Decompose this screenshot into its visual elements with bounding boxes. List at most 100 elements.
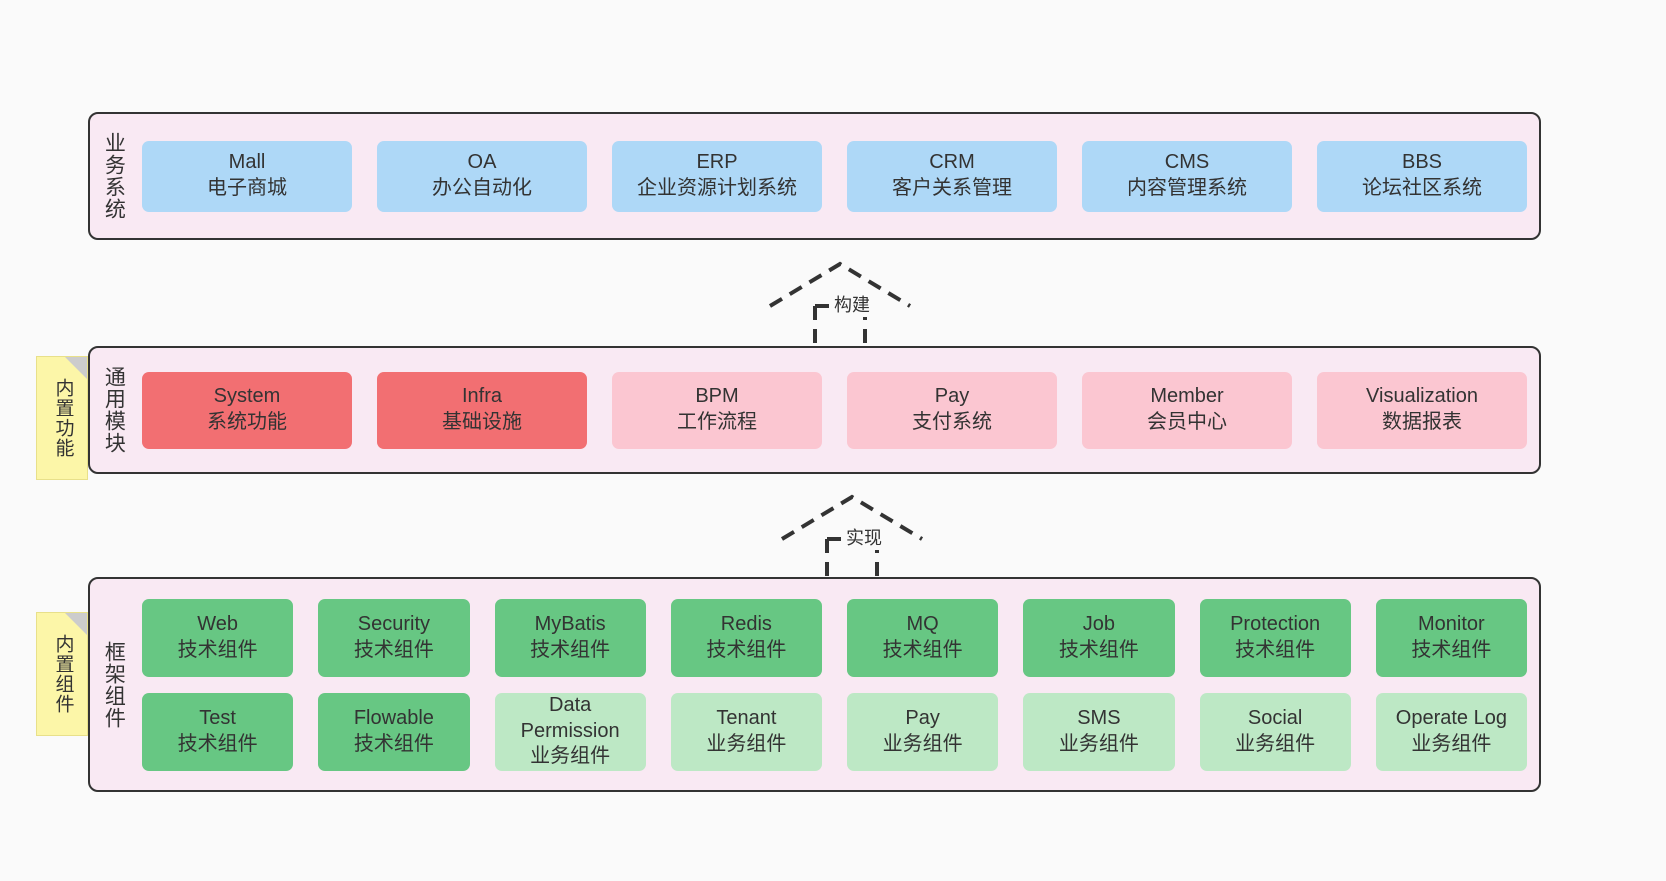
card-subtitle: 会员中心 xyxy=(1147,411,1227,433)
card-infra[interactable]: Infra 基础设施 xyxy=(377,371,587,449)
card-row-common: System 系统功能 Infra 基础设施 BPM 工作流程 Pay 支付系统… xyxy=(142,371,1527,449)
card-title: SMS xyxy=(1077,706,1121,729)
card-title: Security xyxy=(357,612,430,635)
note-fold-corner-icon xyxy=(65,357,87,379)
card-mybatis[interactable]: MyBatis 技术组件 xyxy=(494,598,646,677)
card-subtitle: 技术组件 xyxy=(353,638,434,661)
card-security[interactable]: Security 技术组件 xyxy=(318,598,470,677)
card-title: Test xyxy=(199,706,236,729)
card-title: MQ xyxy=(906,612,939,635)
card-subtitle: 数据报表 xyxy=(1382,411,1462,433)
card-subtitle: 基础设施 xyxy=(442,411,522,433)
section-title-framework: 框架组件 xyxy=(102,640,126,729)
card-crm[interactable]: CRM 客户关系管理 xyxy=(847,140,1057,212)
card-mq[interactable]: MQ 技术组件 xyxy=(847,598,999,677)
card-subtitle: 业务组件 xyxy=(1411,732,1492,755)
card-subtitle: 业务组件 xyxy=(1058,732,1139,755)
card-title: Pay xyxy=(934,385,970,408)
card-title: MyBatis xyxy=(534,612,606,635)
connector-realize: 实现 xyxy=(772,491,932,586)
card-erp[interactable]: ERP 企业资源计划系统 xyxy=(612,140,822,212)
card-title: System xyxy=(213,385,281,408)
card-title: Visualization xyxy=(1366,385,1478,408)
note-fold-corner-icon xyxy=(65,613,87,635)
section-title-business: 业务系统 xyxy=(102,132,126,220)
card-visualization[interactable]: Visualization 数据报表 xyxy=(1317,371,1527,449)
card-system[interactable]: System 系统功能 xyxy=(142,371,352,449)
card-subtitle: 业务组件 xyxy=(1235,732,1316,755)
card-pay[interactable]: Pay 支付系统 xyxy=(847,371,1057,449)
card-subtitle: 客户关系管理 xyxy=(892,177,1012,199)
card-title: Web xyxy=(197,612,238,635)
card-title: OA xyxy=(467,151,497,174)
section-common-modules: 通用模块 System 系统功能 Infra 基础设施 BPM 工作流程 Pay… xyxy=(88,346,1541,474)
card-pay-component[interactable]: Pay 业务组件 xyxy=(847,692,999,771)
card-flowable[interactable]: Flowable 技术组件 xyxy=(318,692,470,771)
card-subtitle: 技术组件 xyxy=(1235,638,1316,661)
card-row-business: Mall 电子商城 OA 办公自动化 ERP 企业资源计划系统 CRM 客户关系… xyxy=(142,140,1527,212)
note-builtin-components: 内置组件 xyxy=(36,612,88,736)
card-subtitle: 支付系统 xyxy=(912,411,992,433)
card-title: Data Permission xyxy=(520,694,620,742)
card-subtitle: 内容管理系统 xyxy=(1127,177,1247,199)
card-title: CRM xyxy=(929,151,975,174)
card-sms[interactable]: SMS 业务组件 xyxy=(1023,692,1175,771)
section-business-systems: 业务系统 Mall 电子商城 OA 办公自动化 ERP 企业资源计划系统 CRM… xyxy=(88,112,1541,240)
section-title-common: 通用模块 xyxy=(102,366,126,454)
card-title: CMS xyxy=(1164,151,1210,174)
card-mall[interactable]: Mall 电子商城 xyxy=(142,140,352,212)
card-test[interactable]: Test 技术组件 xyxy=(142,692,294,771)
card-operate-log[interactable]: Operate Log 业务组件 xyxy=(1375,692,1527,771)
card-subtitle: 技术组件 xyxy=(353,732,434,755)
card-member[interactable]: Member 会员中心 xyxy=(1082,371,1292,449)
card-subtitle: 业务组件 xyxy=(882,732,963,755)
card-job[interactable]: Job 技术组件 xyxy=(1023,598,1175,677)
card-subtitle: 技术组件 xyxy=(530,638,611,661)
card-social[interactable]: Social 业务组件 xyxy=(1199,692,1351,771)
card-subtitle: 技术组件 xyxy=(177,638,258,661)
card-title: Job xyxy=(1082,612,1115,635)
card-title: Mall xyxy=(228,151,266,174)
card-subtitle: 电子商城 xyxy=(207,177,287,199)
card-bpm[interactable]: BPM 工作流程 xyxy=(612,371,822,449)
card-subtitle: 办公自动化 xyxy=(432,177,532,199)
connector-label-realize: 实现 xyxy=(844,524,884,550)
card-tenant[interactable]: Tenant 业务组件 xyxy=(670,692,822,771)
card-protection[interactable]: Protection 技术组件 xyxy=(1199,598,1351,677)
card-data-permission[interactable]: Data Permission 业务组件 xyxy=(494,692,646,771)
card-title: Pay xyxy=(905,706,940,729)
card-title: BPM xyxy=(695,385,739,408)
card-title: Social xyxy=(1247,706,1303,729)
card-title: Member xyxy=(1150,385,1224,408)
card-monitor[interactable]: Monitor 技术组件 xyxy=(1375,598,1527,677)
section-body-business: Mall 电子商城 OA 办公自动化 ERP 企业资源计划系统 CRM 客户关系… xyxy=(136,114,1539,238)
arrowhead-open-triangle xyxy=(768,261,912,308)
card-title: Redis xyxy=(720,612,772,635)
connector-label-build: 构建 xyxy=(832,291,872,317)
card-redis[interactable]: Redis 技术组件 xyxy=(670,598,822,677)
arrowhead-open-triangle xyxy=(780,494,924,541)
card-title: Infra xyxy=(461,385,503,408)
card-subtitle: 技术组件 xyxy=(177,732,258,755)
card-bbs[interactable]: BBS 论坛社区系统 xyxy=(1317,140,1527,212)
card-title: Protection xyxy=(1230,612,1321,635)
card-subtitle: 论坛社区系统 xyxy=(1362,177,1482,199)
card-subtitle: 技术组件 xyxy=(706,638,787,661)
card-web[interactable]: Web 技术组件 xyxy=(142,598,294,677)
card-row-framework-tech: Web 技术组件 Security 技术组件 MyBatis 技术组件 Redi… xyxy=(142,598,1527,677)
card-title: ERP xyxy=(696,151,738,174)
card-cms[interactable]: CMS 内容管理系统 xyxy=(1082,140,1292,212)
card-oa[interactable]: OA 办公自动化 xyxy=(377,140,587,212)
note-label: 内置功能 xyxy=(52,378,74,458)
card-row-framework-business: Test 技术组件 Flowable 技术组件 Data Permission … xyxy=(142,692,1527,771)
section-body-common: System 系统功能 Infra 基础设施 BPM 工作流程 Pay 支付系统… xyxy=(136,348,1539,472)
card-subtitle: 业务组件 xyxy=(706,732,787,755)
card-subtitle: 系统功能 xyxy=(207,411,287,433)
card-subtitle: 技术组件 xyxy=(1058,638,1139,661)
card-subtitle: 技术组件 xyxy=(1411,638,1492,661)
card-subtitle: 企业资源计划系统 xyxy=(637,177,797,199)
connector-build: 构建 xyxy=(760,258,920,353)
note-label: 内置组件 xyxy=(52,634,74,714)
card-subtitle: 业务组件 xyxy=(530,745,611,768)
section-framework-components: 框架组件 Web 技术组件 Security 技术组件 MyBatis 技术组件… xyxy=(88,577,1541,792)
